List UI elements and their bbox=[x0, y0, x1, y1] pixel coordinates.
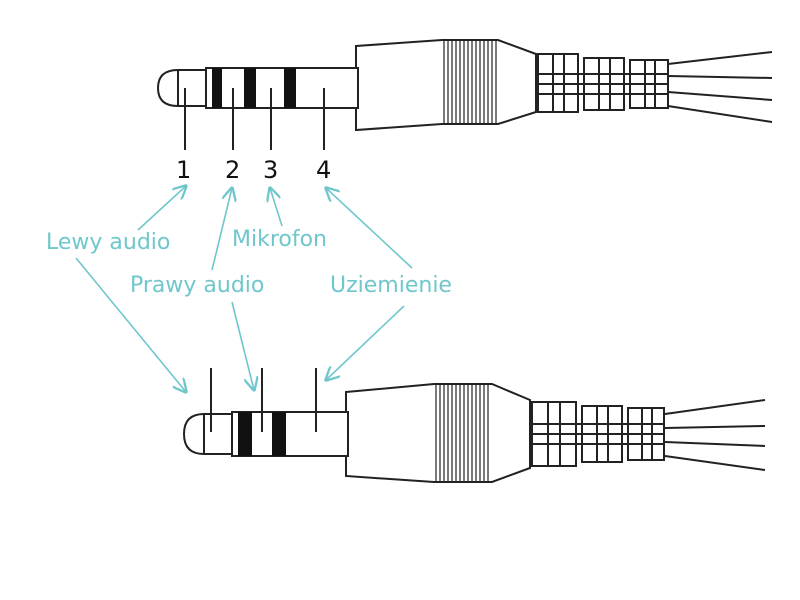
label-microphone: Mikrofon bbox=[232, 227, 327, 252]
plug-housing-bottom bbox=[345, 383, 531, 483]
arrow-left-audio-to-tip bbox=[75, 257, 186, 392]
band-2-top bbox=[244, 68, 256, 108]
label-right-audio: Prawy audio bbox=[130, 273, 264, 298]
trrs-plug-4-pole bbox=[156, 39, 773, 150]
tip-top bbox=[156, 69, 207, 107]
arrow-ground-to-sleeve bbox=[326, 305, 405, 380]
pin-number-3: 3 bbox=[263, 156, 278, 184]
trs-plug-3-pole bbox=[182, 368, 766, 483]
pin-leader-lines bbox=[184, 88, 325, 150]
strain-relief-bottom bbox=[531, 401, 665, 467]
band-1-top bbox=[212, 68, 222, 108]
cable-wires-top bbox=[667, 51, 773, 123]
pin-number-1: 1 bbox=[176, 156, 191, 184]
contact-lines-bottom bbox=[210, 368, 317, 432]
grip-ridges-bottom bbox=[435, 385, 489, 481]
arrow-microphone-to-pin-3 bbox=[270, 188, 283, 227]
label-arrows bbox=[75, 186, 413, 392]
arrow-right-audio-to-ring bbox=[231, 301, 254, 390]
band-2-bottom bbox=[272, 412, 286, 456]
cable-wires-bottom bbox=[664, 399, 766, 471]
pin-number-2: 2 bbox=[225, 156, 240, 184]
pin-number-4: 4 bbox=[316, 156, 331, 184]
band-1-bottom bbox=[238, 412, 252, 456]
arrow-right-audio-to-pin-2 bbox=[211, 188, 232, 271]
strain-relief-top bbox=[537, 53, 669, 113]
label-ground: Uziemienie bbox=[330, 273, 452, 298]
tip-bottom bbox=[182, 413, 233, 455]
plug-housing-top bbox=[355, 39, 537, 132]
arrow-left-audio-to-pin-1 bbox=[137, 186, 186, 231]
grip-ridges-top bbox=[443, 41, 497, 123]
label-left-audio: Lewy audio bbox=[46, 230, 170, 255]
arrow-ground-to-pin-4 bbox=[326, 188, 413, 269]
shaft-top bbox=[205, 67, 359, 109]
band-3-top bbox=[284, 68, 296, 108]
